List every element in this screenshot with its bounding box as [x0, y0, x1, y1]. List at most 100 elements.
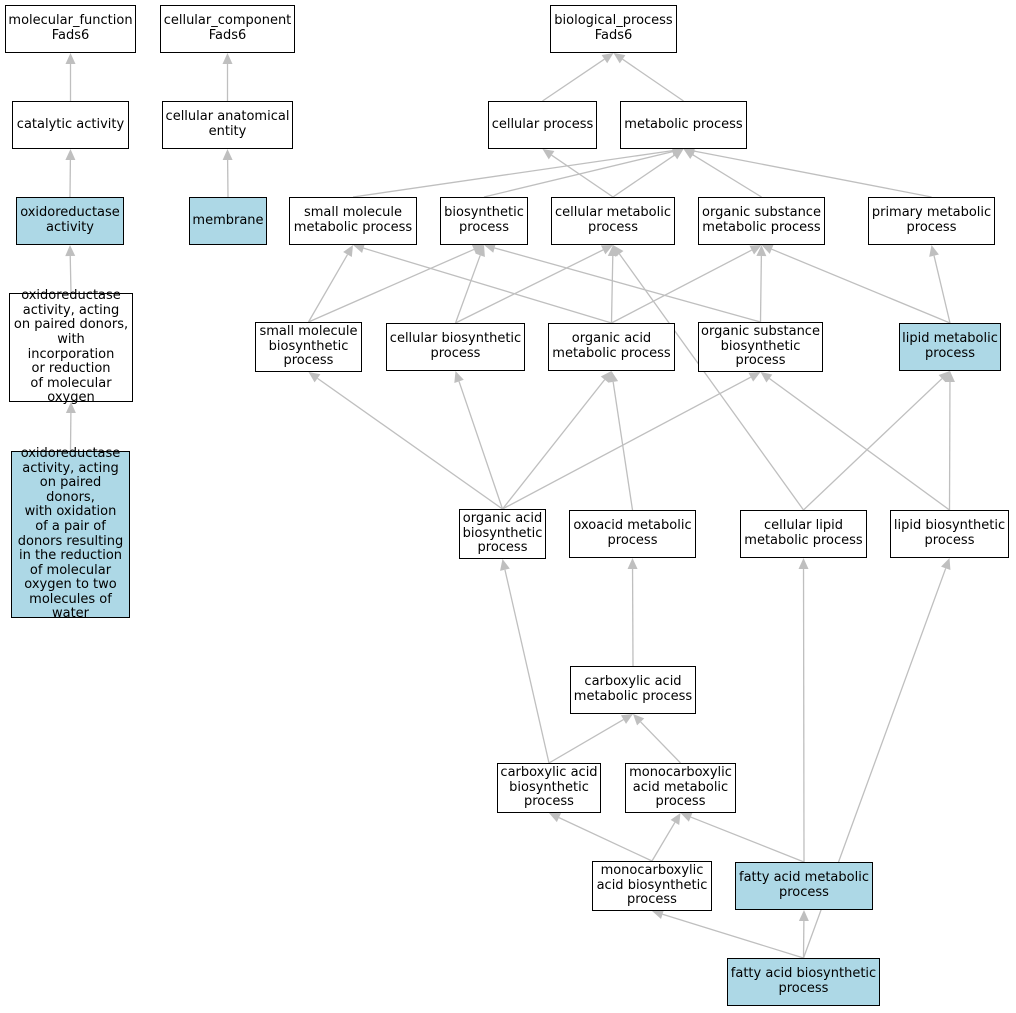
arrowhead-cellular_biosynthetic_process-to-biosynthetic_process	[475, 245, 485, 258]
edge-cellular_lipid_metabolic_process-to-lipid_metabolic_process	[803, 378, 943, 511]
arrowhead-lipid_biosynthetic_process-to-organic_substance_biosynthetic_process	[760, 372, 773, 383]
arrowhead-cellular_lipid_metabolic_process-to-lipid_metabolic_process	[938, 371, 950, 383]
edge-cellular_process-to-bp_root	[542, 58, 605, 102]
arrowhead-cellular_metabolic_process-to-metabolic_process	[671, 149, 684, 160]
edge-carboxylic_acid_biosynthetic_process-to-carboxylic_acid_metabolic_process	[548, 718, 624, 764]
arrowhead-fatty_acid_biosynthetic_process-to-fatty_acid_metabolic_process	[798, 910, 809, 922]
arrowhead-cellular_biosynthetic_process-to-cellular_metabolic_process	[600, 245, 613, 255]
node-metabolic-process[interactable]: metabolic process	[620, 101, 747, 149]
arrowhead-organic_substance_biosynthetic_process-to-biosynthetic_process	[484, 243, 496, 253]
edge-biosynthetic_process-to-metabolic_process	[483, 150, 673, 198]
arrowhead-fatty_acid_biosynthetic_process-to-monocarboxylic_acid_biosynthetic_process	[652, 909, 664, 920]
edge-oxidoreductase_incorporation-to-oxidoreductase_activity	[69, 255, 72, 294]
edge-metabolic_process-to-bp_root	[622, 58, 684, 102]
arrowhead-fatty_acid_metabolic_process-to-cellular_lipid_metabolic_process	[798, 558, 809, 570]
node-oxidoreductase-incorporation-molecular-oxygen[interactable]: oxidoreductase activity, acting on paire…	[9, 288, 133, 405]
arrowhead-fatty_acid_biosynthetic_process-to-lipid_biosynthetic_process	[941, 558, 951, 571]
edge-primary_metabolic_process-to-metabolic_process	[694, 150, 932, 198]
node-membrane[interactable]: membrane	[189, 197, 267, 245]
node-small-molecule-metabolic-process[interactable]: small molecule metabolic process	[289, 197, 417, 245]
arrowhead-lipid_biosynthetic_process-to-lipid_metabolic_process	[944, 371, 955, 383]
node-oxidoreductase-oxidation-reduction-to-water[interactable]: oxidoreductase activity, acting on paire…	[11, 446, 130, 621]
edge-organic_acid_biosynthetic_process-to-organic_substance_biosynthetic_process	[502, 376, 752, 510]
edge-organic_substance_biosynthetic_process-to-organic_substance_metabolic_process	[759, 255, 763, 323]
arrowhead-organic_acid_biosynthetic_process-to-small_molecule_biosynthetic_process	[308, 372, 321, 383]
arrowhead-oxidoreductase_activity-to-catalytic_activity	[65, 149, 76, 161]
arrowhead-cellular_process-to-bp_root	[601, 53, 614, 64]
edge-organic_acid_metabolic_process-to-small_molecule_metabolic_process	[363, 247, 612, 324]
node-monocarboxylic-acid-metabolic-process[interactable]: monocarboxylic acid metabolic process	[625, 763, 736, 813]
node-cellular-biosynthetic-process[interactable]: cellular biosynthetic process	[386, 323, 525, 371]
arrowhead-metabolic_process-to-bp_root	[613, 53, 626, 64]
node-organic-acid-metabolic-process[interactable]: organic acid metabolic process	[548, 323, 675, 371]
edge-cellular_biosynthetic_process-to-biosynthetic_process	[454, 255, 481, 324]
edge-cellular_metabolic_process-to-cellular_process	[551, 154, 614, 198]
node-carboxylic-acid-metabolic-process[interactable]: carboxylic acid metabolic process	[570, 666, 696, 714]
node-fatty-acid-metabolic-process[interactable]: fatty acid metabolic process	[735, 862, 873, 910]
arrowhead-cellular_metabolic_process-to-cellular_process	[542, 149, 555, 160]
node-oxoacid-metabolic-process[interactable]: oxoacid metabolic process	[569, 510, 696, 558]
node-lipid-biosynthetic-process[interactable]: lipid biosynthetic process	[890, 510, 1009, 558]
arrowhead-membrane-to-cellular_anatomical_entity	[222, 149, 233, 161]
arrowhead-carboxylic_acid_biosynthetic_process-to-carboxylic_acid_metabolic_process	[620, 714, 633, 724]
edge-cellular_metabolic_process-to-metabolic_process	[612, 154, 675, 198]
arrowhead-organic_acid_metabolic_process-to-organic_substance_metabolic_process	[749, 245, 762, 255]
edge-lipid_metabolic_process-to-primary_metabolic_process	[933, 255, 951, 324]
edge-small_molecule_biosynthetic_process-to-small_molecule_metabolic_process	[307, 254, 349, 323]
edge-organic_acid_biosynthetic_process-to-organic_acid_metabolic_process	[501, 379, 606, 510]
arrowhead-oxidoreductase_incorporation-to-oxidoreductase_activity	[65, 245, 76, 257]
arrowhead-monocarboxylic_acid_biosynthetic_process-to-carboxylic_acid_biosynthetic_process	[549, 813, 562, 823]
arrowhead-oxoacid_metabolic_process-to-organic_acid_metabolic_process	[608, 371, 619, 383]
edge-monocarboxylic_acid_metabolic_process-to-carboxylic_acid_metabolic_process	[640, 721, 681, 764]
edge-carboxylic_acid_biosynthetic_process-to-organic_acid_biosynthetic_process	[504, 569, 550, 764]
node-cellular-component-root[interactable]: cellular_component Fads6	[160, 5, 295, 53]
arrowhead-organic_acid_biosynthetic_process-to-cellular_biosynthetic_process	[454, 371, 464, 384]
edge-oxoacid_metabolic_process-to-organic_acid_metabolic_process	[612, 381, 634, 511]
node-primary-metabolic-process[interactable]: primary metabolic process	[868, 197, 995, 245]
edge-cellular_lipid_metabolic_process-to-cellular_metabolic_process	[618, 253, 805, 511]
edge-fatty_acid_metabolic_process-to-monocarboxylic_acid_metabolic_process	[690, 816, 805, 863]
node-cellular-anatomical-entity[interactable]: cellular anatomical entity	[162, 101, 293, 149]
arrowhead-monocarboxylic_acid_biosynthetic_process-to-monocarboxylic_acid_metabolic_process	[670, 813, 681, 826]
node-fatty-acid-biosynthetic-process[interactable]: fatty acid biosynthetic process	[727, 958, 880, 1006]
arrowhead-organic_substance_biosynthetic_process-to-organic_substance_metabolic_process	[756, 245, 767, 257]
arrowhead-carboxylic_acid_metabolic_process-to-oxoacid_metabolic_process	[627, 558, 638, 570]
edge-organic_substance_biosynthetic_process-to-biosynthetic_process	[494, 247, 761, 323]
node-oxidoreductase-activity[interactable]: oxidoreductase activity	[16, 197, 124, 245]
arrowhead-oxidoreductase_oxidation-to-oxidoreductase_incorporation	[65, 402, 76, 414]
edge-cellular_biosynthetic_process-to-cellular_metabolic_process	[455, 249, 604, 324]
arrowhead-lipid_metabolic_process-to-organic_substance_metabolic_process	[761, 244, 774, 254]
arrowhead-organic_acid_metabolic_process-to-small_molecule_metabolic_process	[353, 243, 365, 253]
edge-organic_substance_metabolic_process-to-metabolic_process	[692, 154, 762, 198]
edge-small_molecule_metabolic_process-to-metabolic_process	[352, 149, 673, 198]
node-organic-substance-metabolic-process[interactable]: organic substance metabolic process	[698, 197, 825, 245]
node-carboxylic-acid-biosynthetic-process[interactable]: carboxylic acid biosynthetic process	[497, 763, 601, 813]
arrowhead-small_molecule_biosynthetic_process-to-biosynthetic_process	[471, 244, 484, 254]
node-small-molecule-biosynthetic-process[interactable]: small molecule biosynthetic process	[255, 322, 362, 372]
arrowhead-cellular_anatomical_entity-to-cc_root	[222, 53, 233, 64]
arrowhead-carboxylic_acid_biosynthetic_process-to-organic_acid_biosynthetic_process	[500, 559, 510, 571]
arrowhead-cellular_lipid_metabolic_process-to-cellular_metabolic_process	[613, 245, 624, 257]
node-catalytic-activity[interactable]: catalytic activity	[12, 101, 129, 149]
arrowhead-monocarboxylic_acid_metabolic_process-to-carboxylic_acid_metabolic_process	[633, 714, 645, 726]
edge-monocarboxylic_acid_biosynthetic_process-to-monocarboxylic_acid_metabolic_process	[651, 822, 676, 862]
node-monocarboxylic-acid-biosynthetic-process[interactable]: monocarboxylic acid biosynthetic process	[592, 861, 712, 911]
node-organic-acid-biosynthetic-process[interactable]: organic acid biosynthetic process	[459, 509, 546, 559]
node-biological-process-root[interactable]: biological_process Fads6	[550, 5, 677, 53]
node-cellular-lipid-metabolic-process[interactable]: cellular lipid metabolic process	[740, 510, 867, 558]
node-molecular-function-root[interactable]: molecular_function Fads6	[5, 5, 136, 53]
node-lipid-metabolic-process[interactable]: lipid metabolic process	[899, 323, 1001, 371]
edge-organic_acid_metabolic_process-to-cellular_metabolic_process	[610, 255, 614, 324]
edge-fatty_acid_biosynthetic_process-to-monocarboxylic_acid_biosynthetic_process	[662, 913, 804, 959]
node-cellular-metabolic-process[interactable]: cellular metabolic process	[551, 197, 675, 245]
node-cellular-process[interactable]: cellular process	[488, 101, 597, 149]
node-biosynthetic-process[interactable]: biosynthetic process	[440, 197, 528, 245]
node-organic-substance-biosynthetic-process[interactable]: organic substance biosynthetic process	[698, 322, 823, 372]
arrowhead-organic_acid_biosynthetic_process-to-organic_substance_biosynthetic_process	[748, 372, 761, 382]
edge-lipid_metabolic_process-to-organic_substance_metabolic_process	[771, 248, 951, 324]
edge-organic_acid_metabolic_process-to-organic_substance_metabolic_process	[611, 249, 753, 324]
arrowhead-lipid_metabolic_process-to-primary_metabolic_process	[929, 245, 939, 257]
arrowhead-organic_acid_biosynthetic_process-to-organic_acid_metabolic_process	[600, 371, 612, 383]
